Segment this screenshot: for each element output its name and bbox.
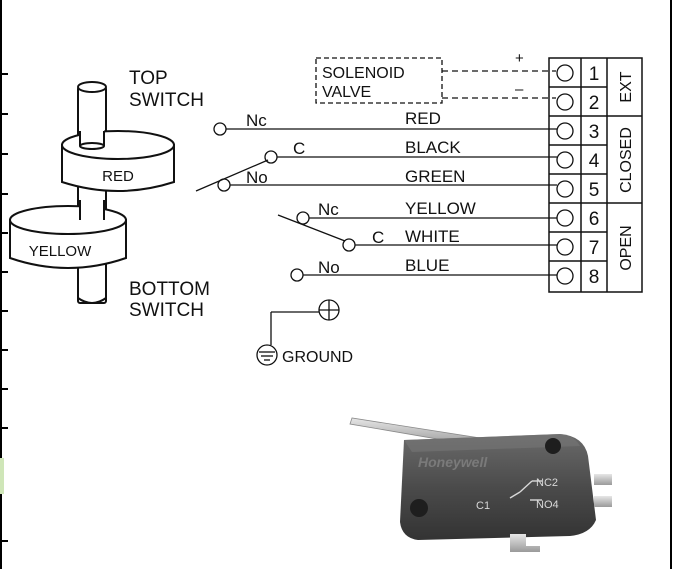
top-c-label: C [293, 139, 305, 158]
terminal-5: 5 [589, 180, 600, 201]
top-nc-label: Nc [246, 111, 267, 130]
top-switch-title: TOP [129, 68, 168, 89]
solenoid-label: SOLENOID [322, 65, 405, 82]
terminal-1: 1 [589, 64, 600, 85]
frame-green-mark [0, 458, 4, 494]
frame-tick [0, 232, 8, 234]
photo-brand: Honeywell [418, 454, 488, 470]
red-collar-top [61, 130, 175, 160]
terminal-4: 4 [589, 151, 600, 172]
c-terminal [510, 534, 540, 552]
wire-red-label: RED [405, 109, 441, 128]
photo-c-label: C1 [476, 500, 490, 512]
bottom-no-label: No [318, 258, 340, 277]
group-ext: EXT [618, 71, 635, 102]
bottom-c-label: C [372, 228, 384, 247]
wire-black-label: BLACK [405, 138, 461, 157]
frame-tick [0, 349, 8, 351]
photo-no-label: NO4 [536, 499, 559, 511]
group-closed: CLOSED [618, 127, 635, 193]
bottom-switch-subtitle: SWITCH [129, 300, 204, 321]
terminal-3: 3 [589, 122, 600, 143]
terminal-8: 8 [589, 267, 600, 288]
microswitch-photo [349, 417, 612, 552]
shaft-top [77, 81, 107, 93]
bottom-switch-title: BOTTOM [129, 279, 210, 300]
top-no-label: No [246, 168, 268, 187]
frame-tick [0, 153, 8, 155]
wire-green-label: GREEN [405, 167, 465, 186]
no-terminal [594, 496, 612, 507]
minus-sign: – [515, 81, 524, 98]
frame-tick [0, 271, 8, 273]
bottom-nc-label: Nc [318, 200, 339, 219]
terminal-7: 7 [589, 238, 600, 259]
wire-blue-label: BLUE [405, 256, 449, 275]
mount-hole [410, 499, 428, 517]
plus-sign: + [515, 50, 524, 67]
shaft-assembly [9, 81, 175, 304]
photo-nc-label: NC2 [536, 477, 558, 489]
top-switch-wiring [195, 122, 557, 192]
red-collar-label: RED [102, 168, 134, 185]
terminal-2: 2 [589, 93, 600, 114]
shaft-bottom [77, 297, 107, 304]
shaft [77, 86, 107, 304]
nc-terminal [594, 474, 612, 485]
terminal-6: 6 [589, 209, 600, 230]
terminal-block [548, 57, 643, 293]
wire-white-label: WHITE [405, 227, 460, 246]
frame-tick [0, 310, 8, 312]
solenoid-box [315, 57, 443, 104]
left-frame-edge [0, 0, 2, 569]
frame-tick [0, 193, 8, 195]
ground-label: GROUND [282, 349, 353, 366]
yellow-collar-top [9, 205, 127, 235]
frame-tick [0, 540, 8, 542]
terminal-screws [556, 64, 574, 285]
bottom-switch-wiring [277, 211, 557, 282]
frame-tick [0, 388, 8, 390]
mount-hole [545, 438, 561, 454]
ground-symbol [256, 299, 340, 366]
frame-tick [0, 113, 8, 115]
right-frame-edge [670, 0, 672, 569]
group-open: OPEN [618, 225, 635, 270]
wire-yellow-label: YELLOW [405, 199, 476, 218]
yellow-collar-label: YELLOW [29, 243, 92, 260]
top-switch-subtitle: SWITCH [129, 90, 204, 111]
switch-body [400, 434, 596, 540]
frame-tick [0, 73, 8, 75]
valve-label: VALVE [322, 84, 371, 101]
frame-tick [0, 427, 8, 429]
